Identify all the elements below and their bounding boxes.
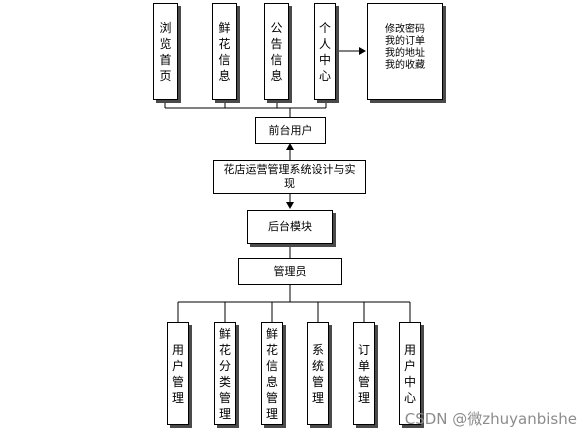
submenu-item: 我的地址 (385, 48, 425, 59)
node-label: 后台模块 (268, 220, 312, 233)
node-order-management: 订单管理 (353, 322, 375, 425)
node-front-user: 前台用户 (255, 117, 326, 144)
node-flower-info: 鲜花信息 (212, 3, 237, 100)
node-notice-info: 公告信息 (264, 3, 289, 100)
node-label: 管理员 (273, 264, 307, 278)
node-label: 公告信息 (270, 20, 283, 83)
submenu-item: 我的订单 (385, 36, 425, 47)
node-label: 用户管理 (171, 342, 184, 405)
node-label: 个人中心 (318, 20, 331, 83)
node-label: 鲜花分类管理 (218, 326, 231, 421)
submenu-item: 修改密码 (385, 24, 425, 35)
node-personal-center: 个人中心 (314, 3, 336, 100)
node-system-management: 系统管理 (307, 322, 329, 425)
submenu-item: 我的收藏 (385, 60, 425, 71)
watermark: CSDN @微zhuyanbishe (404, 410, 577, 428)
node-label: 用户中心 (403, 342, 416, 405)
node-user-management: 用户管理 (167, 322, 189, 425)
node-user-center: 用户中心 (399, 322, 421, 425)
node-personal-submenu: 修改密码 我的订单 我的地址 我的收藏 (367, 3, 443, 100)
node-label: 浏览首页 (159, 20, 172, 83)
node-label: 鲜花信息 (218, 20, 231, 83)
node-system-title: 花店运营管理系统设计与实现 (213, 160, 366, 194)
node-label: 鲜花信息管理 (265, 326, 278, 421)
node-admin: 管理员 (238, 258, 342, 285)
node-label: 花店运营管理系统设计与实现 (223, 163, 356, 190)
node-label: 系统管理 (311, 342, 324, 405)
node-flower-category-management: 鲜花分类管理 (214, 322, 236, 425)
node-browse-home: 浏览首页 (153, 3, 178, 100)
node-label: 前台用户 (268, 123, 313, 137)
node-label: 订单管理 (357, 342, 370, 405)
node-flower-info-management: 鲜花信息管理 (261, 322, 283, 425)
node-backend: 后台模块 (247, 210, 333, 244)
